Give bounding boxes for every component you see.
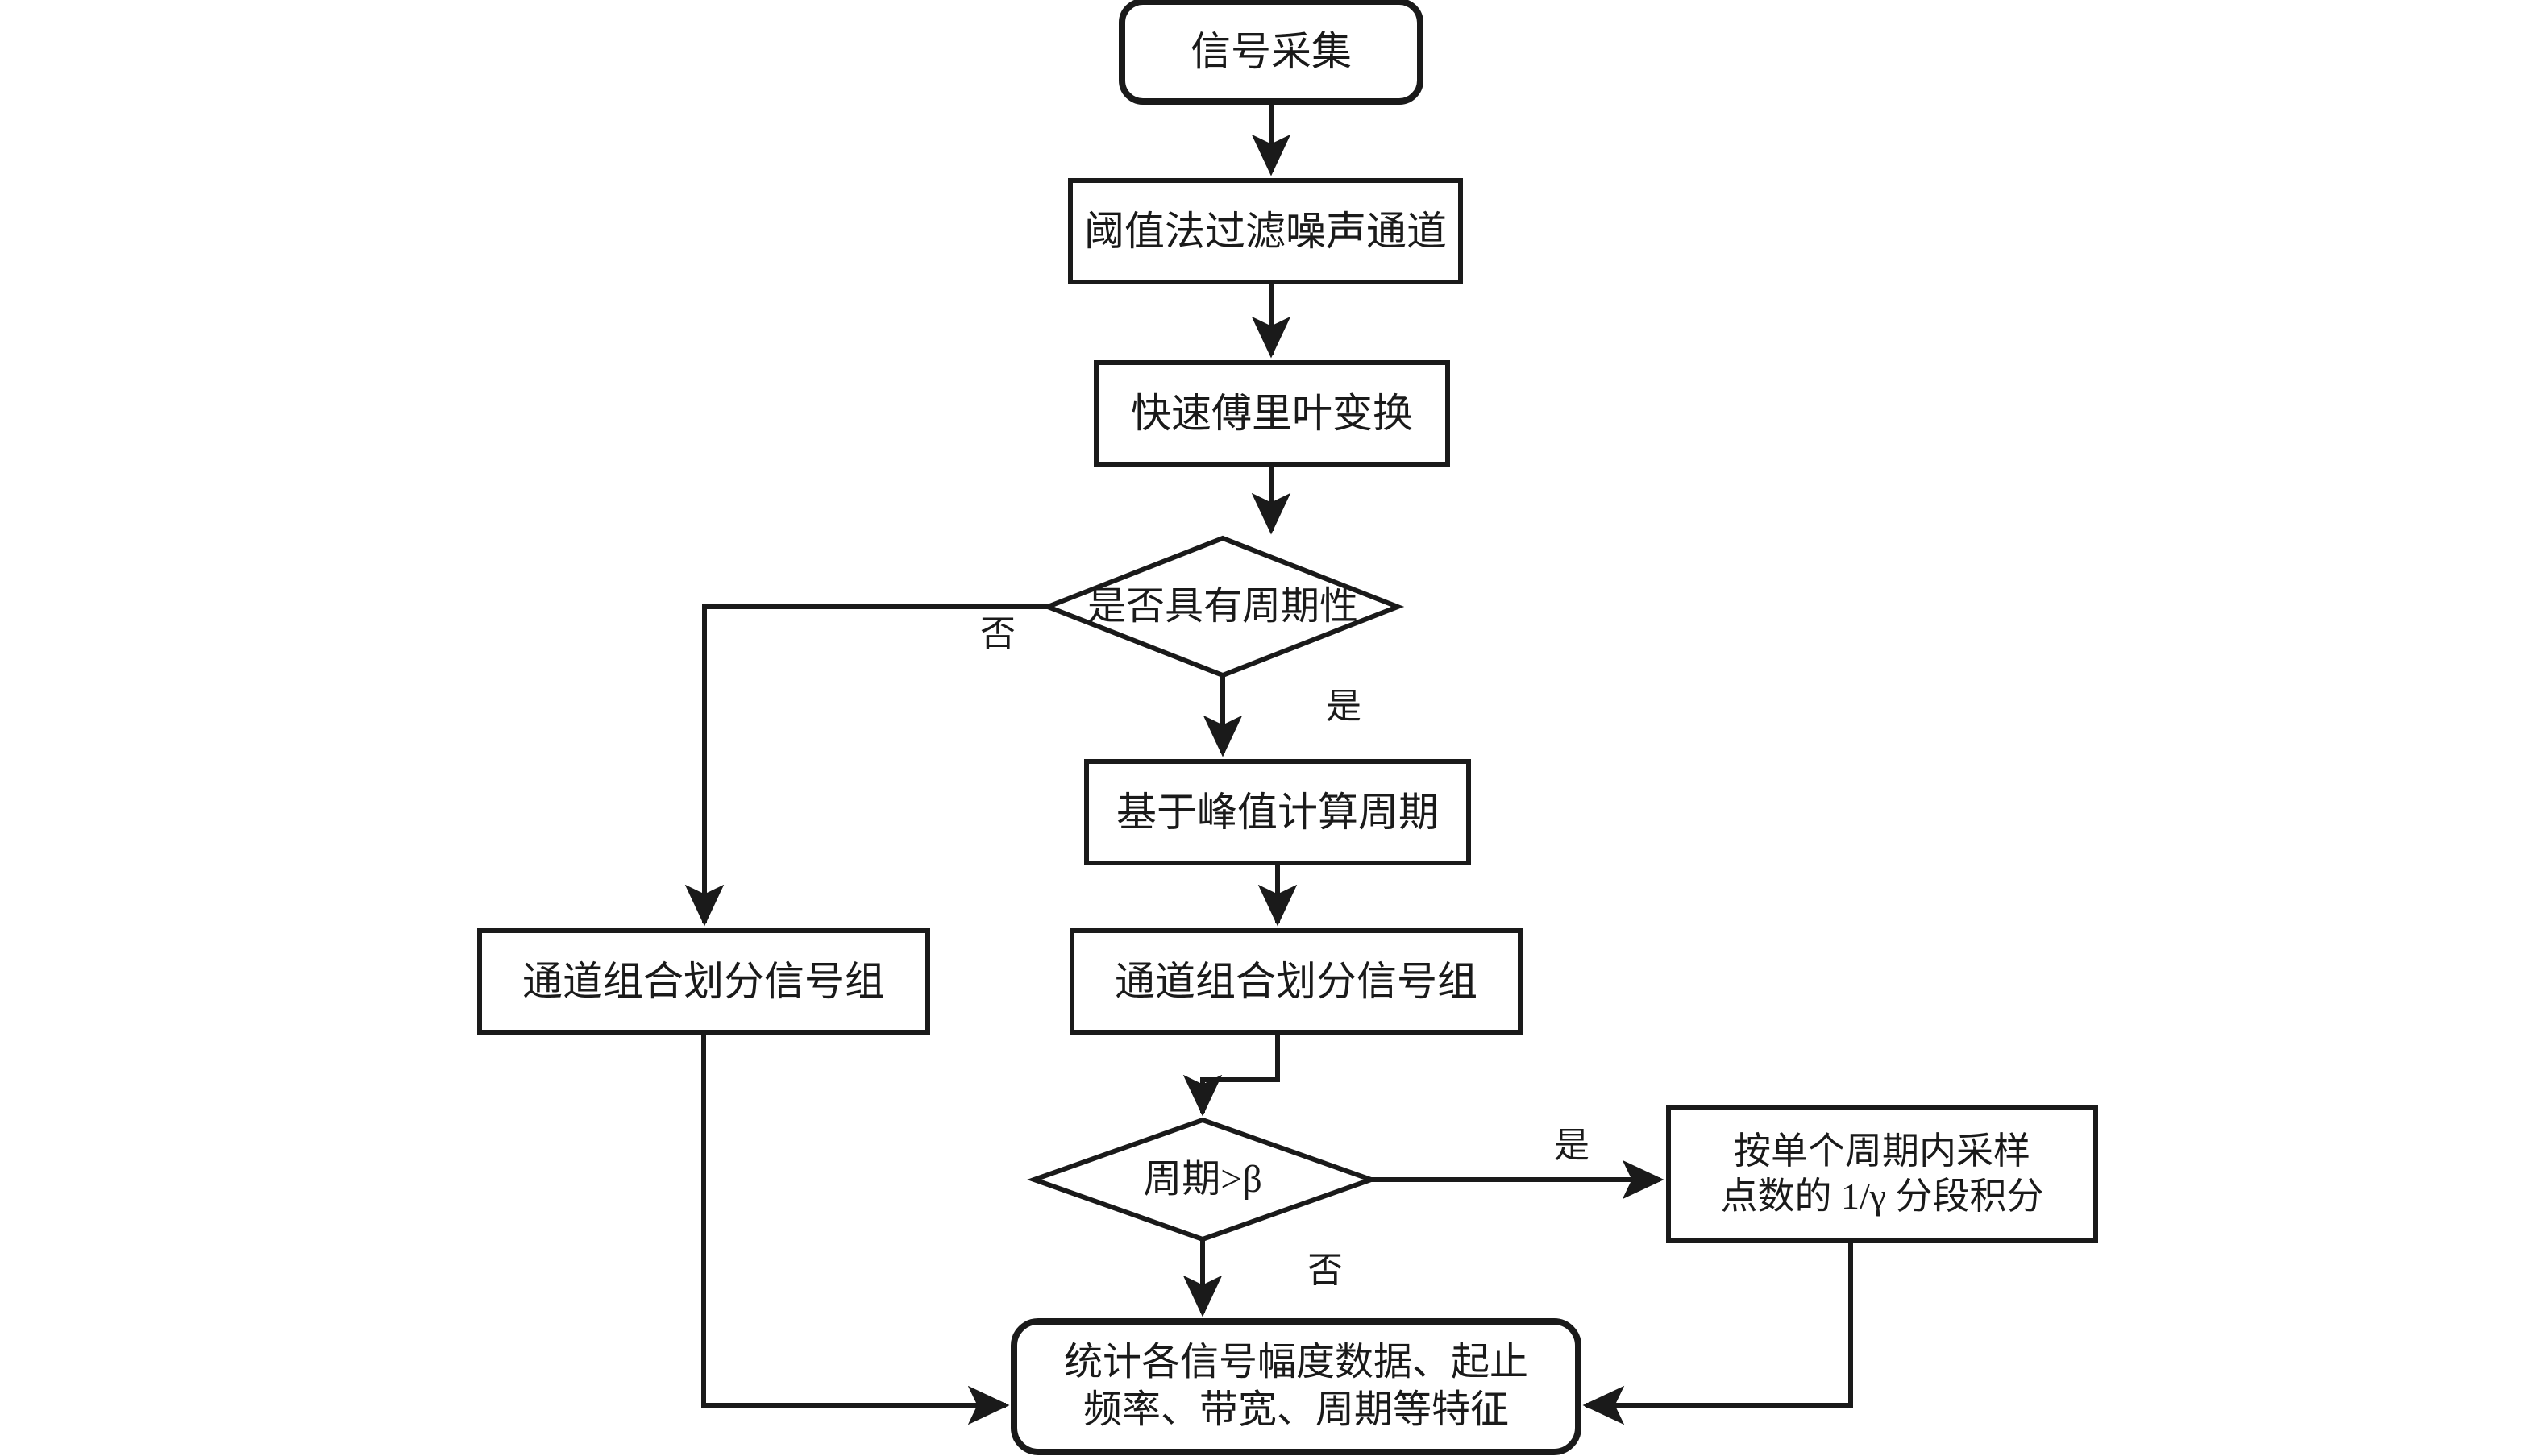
node-shape-segmented-integration (1666, 1105, 2098, 1243)
edge-label-periodicity-no: 否 (980, 614, 1016, 653)
edge-label-periodicity-yes: 是 (1326, 687, 1361, 726)
edge-channel-group-center-to-period-threshold (1182, 1032, 1280, 1117)
node-shape-feature-statistics (1011, 1318, 1581, 1455)
edge-label-period-threshold-yes: 是 (1554, 1126, 1589, 1165)
node-shape-channel-group-left (477, 928, 930, 1035)
node-shape-period-threshold-decision (1027, 1117, 1378, 1242)
node-shape-fft (1094, 360, 1450, 467)
node-shape-signal-acquisition (1119, 0, 1423, 105)
node-shape-peak-period (1084, 759, 1471, 865)
edge-segmented-integration-to-feature-statistics (1582, 1241, 1853, 1425)
edge-periodicity-no-to-channel-group-left (684, 604, 1048, 927)
edge-label-period-threshold-no: 否 (1307, 1251, 1343, 1290)
node-shape-channel-group-center (1070, 928, 1523, 1035)
node-shape-periodicity-decision (1041, 535, 1405, 678)
node-shape-threshold-filter (1068, 178, 1463, 284)
edge-channel-group-left-to-feature-statistics (701, 1032, 1010, 1425)
